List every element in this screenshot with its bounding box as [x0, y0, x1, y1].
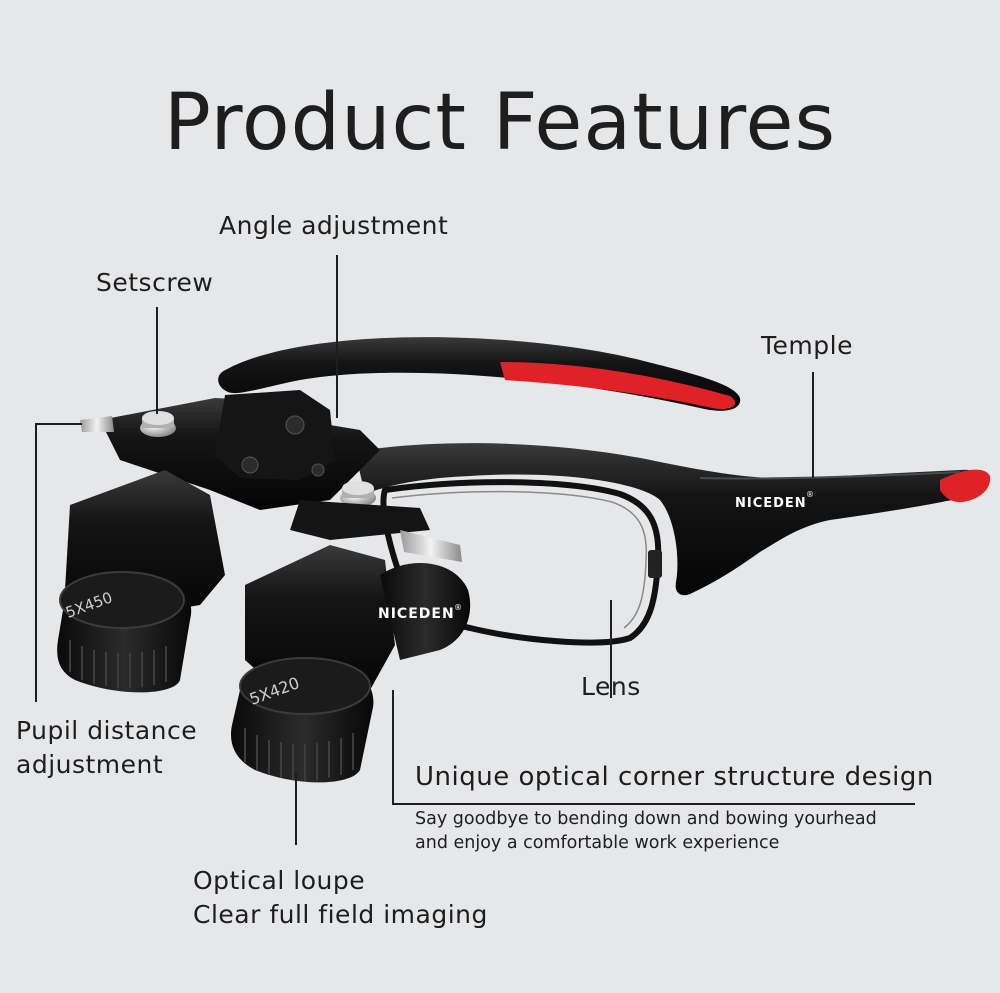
callout-lines: [35, 255, 915, 845]
label-angle-adjustment: Angle adjustment: [219, 211, 449, 240]
brand-text-loupe: NICEDEN: [378, 606, 455, 622]
label-setscrew: Setscrew: [96, 268, 214, 297]
label-optical-loupe-line2: Clear full field imaging: [193, 900, 488, 929]
label-optical-loupe-line1: Optical loupe: [193, 866, 366, 895]
page-title: Product Features: [163, 78, 837, 168]
label-temple: Temple: [761, 331, 853, 360]
corner-description-line1: Say goodbye to bending down and bowing y…: [415, 809, 877, 829]
pupil-distance-leader: [35, 423, 82, 702]
brand-text-temple: NICEDEN: [735, 496, 807, 511]
label-corner-heading: Unique optical corner structure design: [415, 762, 934, 792]
corner-description-line2: and enjoy a comfortable work experience: [415, 833, 780, 853]
registered-mark-loupe: ®: [454, 603, 462, 612]
label-lens: Lens: [581, 672, 641, 701]
registered-mark-temple: ®: [806, 490, 814, 499]
label-pupil-distance-line2: adjustment: [16, 750, 164, 779]
corner-structure-leader: [392, 690, 915, 805]
label-pupil-distance-line1: Pupil distance: [16, 716, 198, 745]
